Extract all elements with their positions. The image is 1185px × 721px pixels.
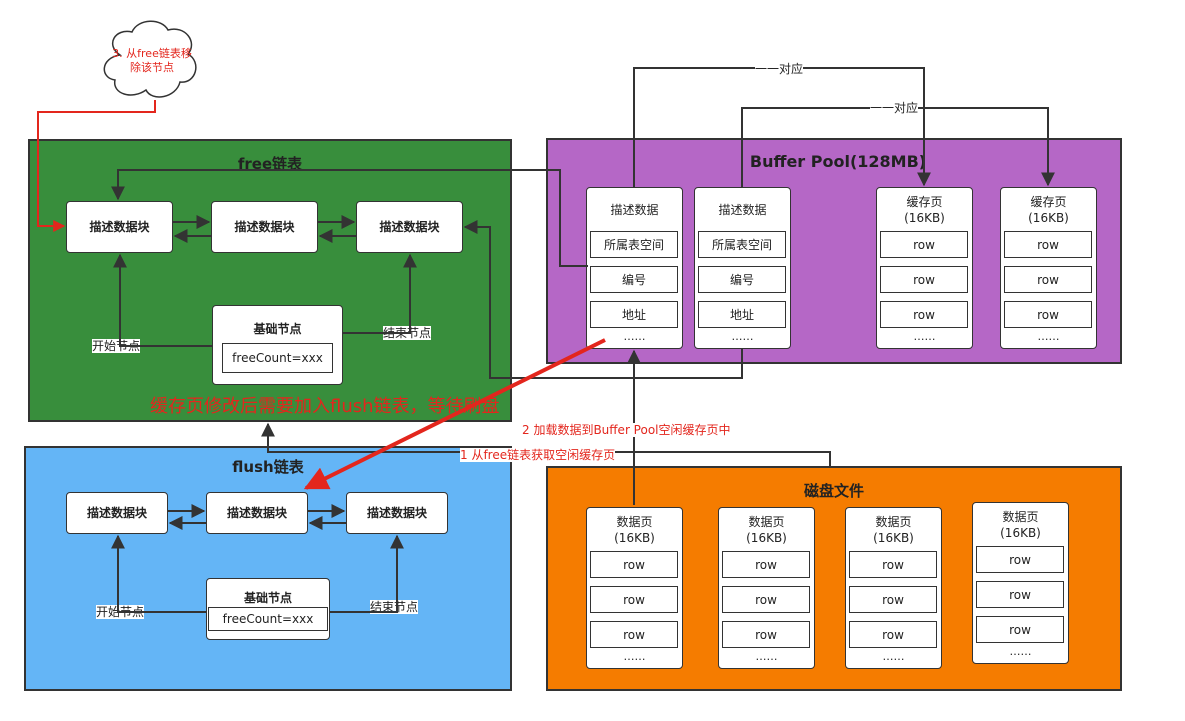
flush-descriptor-block: 描述数据块 (346, 492, 448, 534)
free-list-title: free链表 (237, 155, 303, 173)
buffer-pool-title: Buffer Pool(128MB) (749, 152, 927, 171)
ellipsis: …… (882, 650, 905, 663)
mapping-label: 一一对应 (870, 101, 919, 115)
ellipsis: …… (1009, 645, 1032, 658)
disk-file-title: 磁盘文件 (803, 482, 864, 500)
data-page-title: 数据页 (748, 515, 785, 529)
flush-list-region: flush链表 (24, 446, 512, 691)
cache-page-card: 缓存页 (16KB) row row row …… (1000, 187, 1097, 349)
cloud-step3-note: 3. 从free链表移除该节点 (112, 47, 192, 74)
data-page-size: (16KB) (873, 531, 914, 545)
descriptor-data-card: 描述数据 所属表空间 编号 地址 …… (694, 187, 791, 349)
flush-requirement-note: 缓存页修改后需要加入flush链表，等待刷盘 (150, 396, 500, 417)
data-page-title: 数据页 (875, 515, 912, 529)
data-page-size: (16KB) (1000, 526, 1041, 540)
descriptor-field-number: 编号 (698, 266, 786, 293)
row-cell: row (976, 616, 1064, 643)
descriptor-field-tablespace: 所属表空间 (698, 231, 786, 258)
ellipsis: …… (755, 650, 778, 663)
row-cell: row (880, 301, 968, 328)
row-cell: row (1004, 266, 1092, 293)
free-descriptor-block: 描述数据块 (211, 201, 318, 253)
cache-page-card: 缓存页 (16KB) row row row …… (876, 187, 973, 349)
ellipsis: …… (731, 330, 754, 343)
data-page-card: 数据页 (16KB) row row row …… (718, 507, 815, 669)
cache-page-size: (16KB) (1028, 211, 1069, 225)
row-cell: row (590, 586, 678, 613)
row-cell: row (722, 586, 810, 613)
row-cell: row (849, 551, 937, 578)
data-page-size: (16KB) (746, 531, 787, 545)
data-page-card: 数据页 (16KB) row row row …… (845, 507, 942, 669)
row-cell: row (722, 621, 810, 648)
step2-load-note: 2 加载数据到Buffer Pool空闲缓存页中 (522, 423, 731, 437)
flush-base-node: 基础节点 freeCount=xxx (206, 578, 330, 640)
free-base-node: 基础节点 freeCount=xxx (212, 305, 343, 385)
row-cell: row (976, 546, 1064, 573)
flush-descriptor-block: 描述数据块 (66, 492, 168, 534)
flush-descriptor-block: 描述数据块 (206, 492, 308, 534)
cache-page-title: 缓存页 (906, 195, 943, 209)
descriptor-field-address: 地址 (590, 301, 678, 328)
flush-count-field: freeCount=xxx (208, 607, 328, 631)
row-cell: row (849, 621, 937, 648)
row-cell: row (976, 581, 1064, 608)
free-descriptor-block: 描述数据块 (356, 201, 463, 253)
free-base-node-title: 基础节点 (253, 322, 302, 336)
cache-page-title: 缓存页 (1030, 195, 1067, 209)
row-cell: row (1004, 231, 1092, 258)
mapping-label: 一一对应 (755, 62, 804, 76)
flush-base-node-title: 基础节点 (243, 591, 292, 605)
descriptor-data-title: 描述数据 (610, 203, 659, 217)
data-page-size: (16KB) (614, 531, 655, 545)
flush-list-title: flush链表 (232, 458, 304, 476)
row-cell: row (590, 621, 678, 648)
descriptor-data-card: 描述数据 所属表空间 编号 地址 …… (586, 187, 683, 349)
descriptor-field-number: 编号 (590, 266, 678, 293)
data-page-card: 数据页 (16KB) row row row …… (586, 507, 683, 669)
descriptor-data-title: 描述数据 (718, 203, 767, 217)
flush-end-node-label: 结束节点 (370, 600, 419, 614)
ellipsis: …… (623, 650, 646, 663)
ellipsis: …… (913, 330, 936, 343)
row-cell: row (849, 586, 937, 613)
row-cell: row (590, 551, 678, 578)
step1-fetch-note: 1 从free链表获取空闲缓存页 (460, 448, 616, 462)
row-cell: row (880, 266, 968, 293)
ellipsis: …… (1037, 330, 1060, 343)
cache-page-size: (16KB) (904, 211, 945, 225)
row-cell: row (1004, 301, 1092, 328)
free-end-node-label: 结束节点 (383, 326, 432, 340)
data-page-title: 数据页 (1002, 510, 1039, 524)
free-count-field: freeCount=xxx (222, 343, 333, 373)
ellipsis: …… (623, 330, 646, 343)
free-start-node-label: 开始节点 (92, 339, 141, 353)
descriptor-field-address: 地址 (698, 301, 786, 328)
data-page-title: 数据页 (616, 515, 653, 529)
row-cell: row (722, 551, 810, 578)
descriptor-field-tablespace: 所属表空间 (590, 231, 678, 258)
flush-start-node-label: 开始节点 (96, 605, 145, 619)
row-cell: row (880, 231, 968, 258)
free-descriptor-block: 描述数据块 (66, 201, 173, 253)
data-page-card: 数据页 (16KB) row row row …… (972, 502, 1069, 664)
